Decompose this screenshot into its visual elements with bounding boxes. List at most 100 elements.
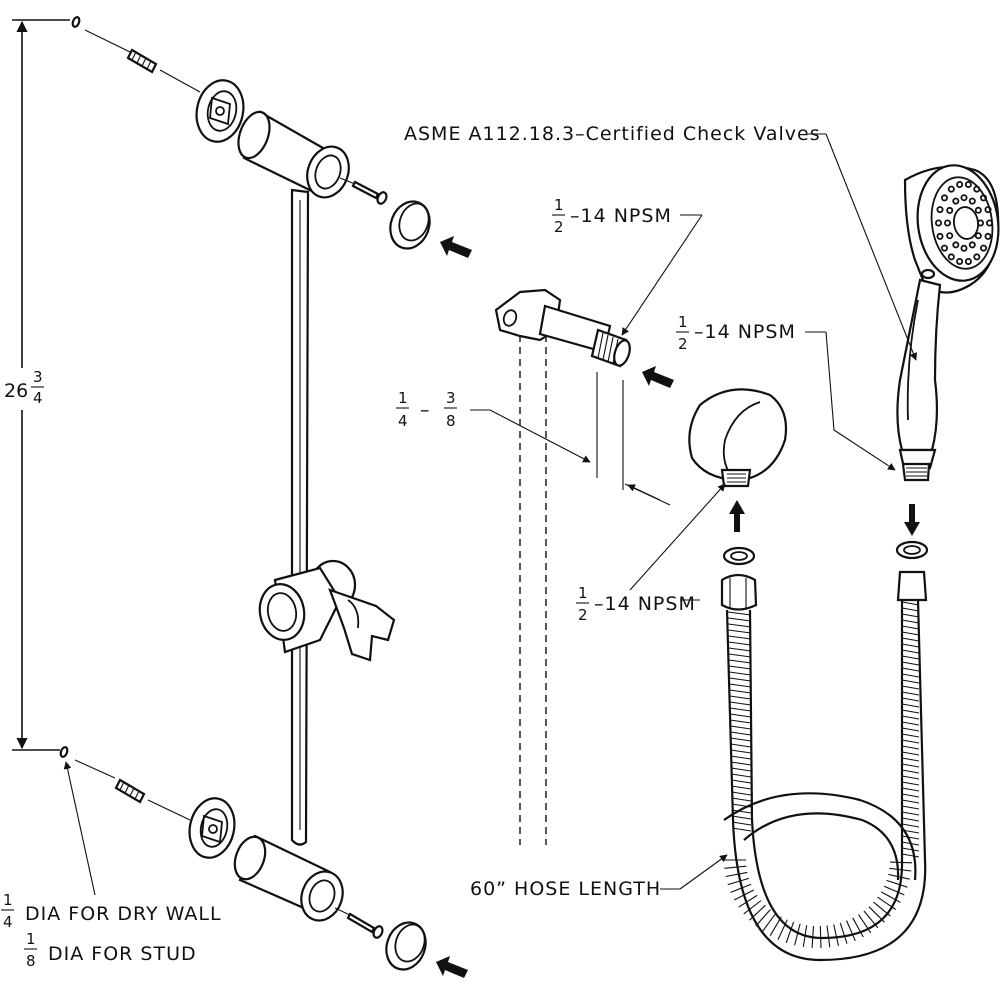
bottom-screw (346, 912, 384, 939)
hose-rib (802, 925, 808, 947)
range-b-den: 8 (446, 412, 456, 430)
spray-nozzle (984, 232, 992, 240)
npsm-top-num: 1 (554, 196, 564, 214)
hose-rib (886, 879, 908, 888)
hose-rib (794, 923, 801, 946)
hose-length-callout: 60” HOSE LENGTH (470, 854, 728, 900)
hose-rib (901, 715, 920, 720)
hose-rib (729, 677, 752, 682)
dimension-frac-num: 3 (33, 368, 43, 386)
hose-rib (762, 913, 777, 932)
spray-nozzle (947, 185, 955, 193)
hose-left-nut (720, 573, 758, 611)
hose-rib (728, 623, 752, 628)
bottom-wall-anchor (114, 778, 146, 804)
bottom-wall-bracket (188, 797, 236, 859)
hose-ribs (724, 601, 920, 949)
hose-rib (729, 707, 752, 712)
hose-rib (819, 925, 822, 949)
spray-nozzle (977, 219, 985, 227)
hose-rib (731, 809, 752, 814)
hose-rib (728, 659, 752, 664)
hose-rib (769, 916, 782, 936)
spray-nozzle (941, 194, 949, 202)
hose-rib (731, 767, 752, 772)
hose-rib (901, 661, 920, 666)
bottom-mounting-hardware (59, 746, 468, 978)
right-washer (895, 540, 929, 560)
hose-rib (873, 901, 891, 917)
hose-rib (731, 785, 752, 790)
hose-rib (901, 799, 920, 804)
hose-rib (729, 689, 752, 694)
top-wall-bracket (195, 79, 245, 143)
hose-rib (727, 611, 752, 616)
hose-rib (901, 763, 920, 768)
hose-rib (846, 920, 856, 942)
range-a-num: 1 (398, 389, 408, 407)
hose-rib (730, 731, 752, 736)
hose-rib (728, 647, 752, 652)
hose-rib (728, 635, 752, 640)
npsm-right-num: 1 (678, 313, 688, 331)
hose-rib (901, 691, 920, 696)
hose-rib (901, 643, 920, 648)
hose-rib (901, 619, 920, 624)
range-callout: 1 4 – 3 8 (396, 372, 671, 506)
spray-nozzle (941, 244, 949, 252)
spray-nozzle (980, 244, 988, 252)
hose-rib (728, 629, 752, 634)
hose-rib (889, 861, 913, 864)
npsm-bottom-callout: 1 2 –14 NPSM (576, 483, 726, 624)
spray-nozzle (960, 244, 968, 252)
hose-rib (728, 653, 752, 658)
hose-rib (731, 773, 752, 778)
hose-rib (901, 667, 920, 672)
hose-rib (901, 709, 920, 714)
spray-nozzle (964, 257, 972, 265)
elbow-arrow (642, 366, 674, 388)
npsm-bottom-num: 1 (578, 584, 588, 602)
hose-rib (901, 811, 920, 816)
hose-rib (901, 703, 920, 708)
stud-frac-den: 8 (26, 952, 36, 970)
hose-rib (749, 904, 766, 921)
hose-rib (729, 713, 752, 718)
spray-nozzle (936, 206, 944, 214)
wall-outlet (688, 388, 788, 488)
hose-rib (730, 719, 752, 724)
hose-rib (777, 919, 788, 940)
top-screw (351, 180, 388, 205)
hose-rib (743, 900, 762, 915)
hose-rib (811, 925, 815, 948)
hose-rib (730, 743, 752, 748)
bottom-cap-arrow (436, 956, 468, 978)
spray-nozzle (946, 232, 954, 240)
hose-rib (901, 625, 920, 630)
npsm-bottom-den: 2 (578, 606, 588, 624)
hose-rib (901, 649, 920, 654)
spray-nozzle (946, 206, 954, 214)
hose-rib (731, 797, 752, 802)
hose-rib (724, 865, 747, 869)
bottom-end-cap (385, 921, 427, 971)
hose-right-nut (896, 570, 928, 602)
hose-rib (901, 697, 920, 702)
spray-nozzle (964, 180, 972, 188)
outlet-up-arrow (729, 500, 745, 532)
hose-rib (901, 835, 920, 840)
height-dimension: 26 3 4 (4, 19, 70, 751)
hose-rib (901, 817, 920, 822)
bottom-bar-holder (233, 834, 344, 922)
hose-rib (730, 761, 752, 766)
spray-nozzle (935, 219, 943, 227)
hose-rib (731, 803, 752, 808)
hose-rib (883, 885, 905, 896)
hose-rib (725, 871, 748, 878)
hose-rib (732, 821, 752, 826)
bottom-drill-hole (59, 746, 69, 758)
spray-nozzle (980, 194, 988, 202)
hose-rib (728, 617, 752, 622)
hose-rib (901, 685, 920, 690)
spray-nozzle (974, 206, 982, 214)
